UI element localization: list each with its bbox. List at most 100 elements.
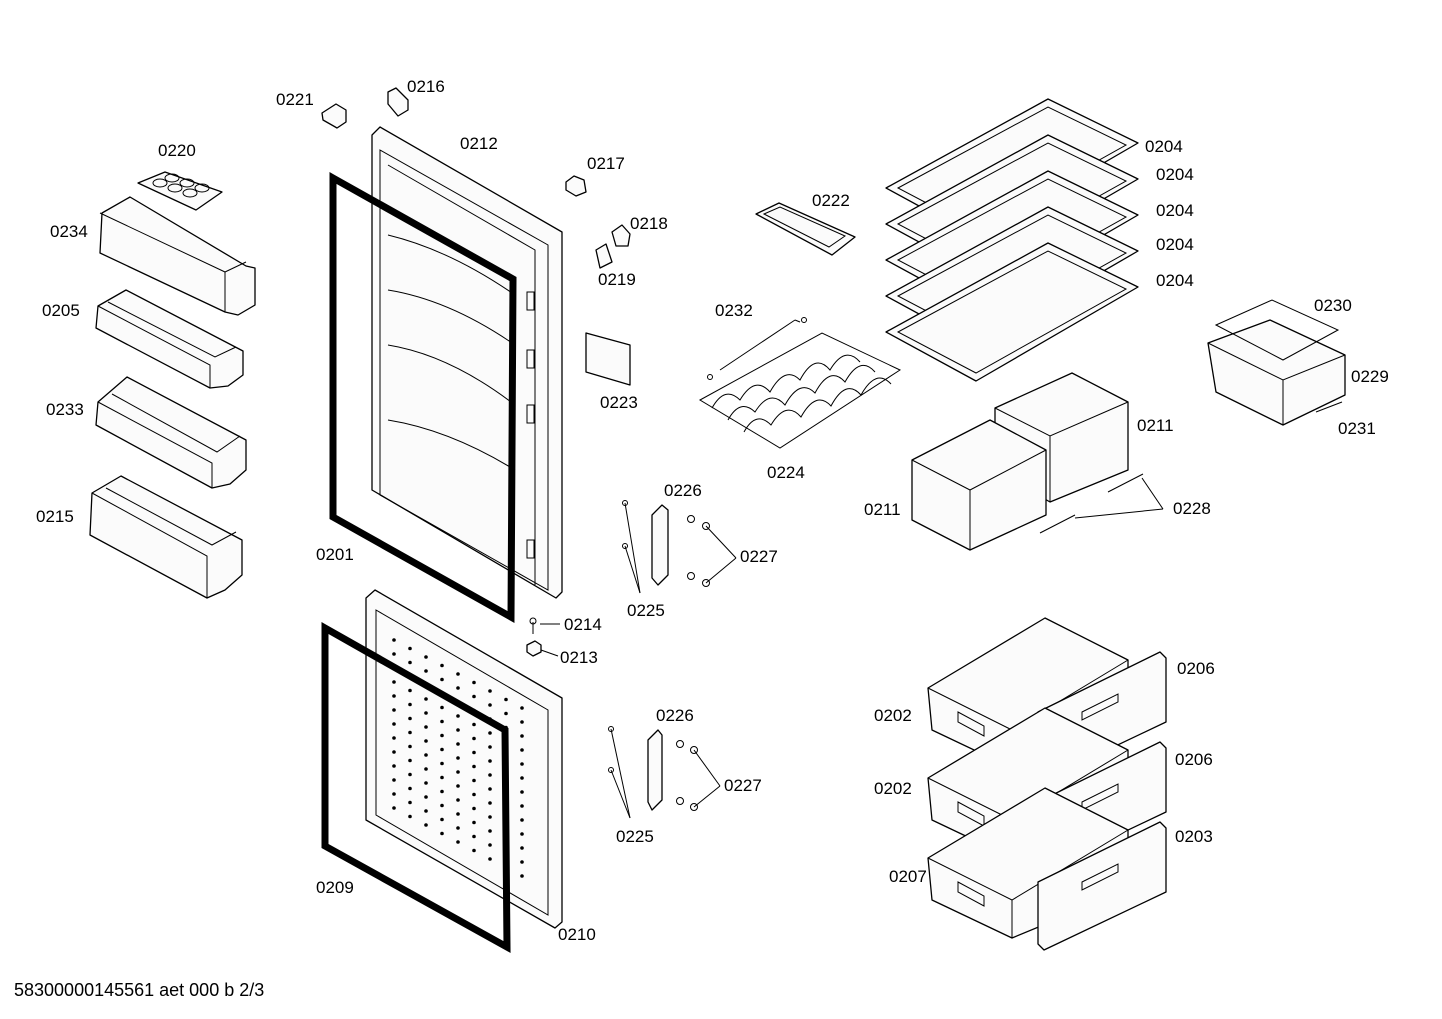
door-dot [456, 756, 460, 760]
lower-door-0210 [365, 589, 563, 929]
door-dot [408, 688, 412, 693]
door-dot [456, 672, 460, 676]
label-0233: 0233 [46, 400, 84, 419]
lower-door-dot-pattern [392, 638, 524, 878]
door-dot [440, 803, 444, 808]
label-0231: 0231 [1338, 419, 1376, 438]
door-dot [456, 714, 460, 718]
door-dot [488, 759, 492, 763]
door-dot [440, 705, 444, 710]
label-0206-b: 0206 [1175, 750, 1213, 769]
ice-bin-0230-0229 [1207, 299, 1346, 426]
door-dot [440, 747, 444, 752]
door-dot [488, 787, 492, 791]
door-dot [472, 806, 476, 811]
label-0228: 0228 [1173, 499, 1211, 518]
label-0225-lower: 0225 [616, 827, 654, 846]
door-dot [488, 801, 492, 805]
door-dot [408, 730, 412, 735]
door-dot [440, 761, 444, 766]
door-dot [440, 719, 444, 724]
upper-door-0212 [371, 126, 563, 599]
label-0205: 0205 [42, 301, 80, 320]
lower-door-gasket-0209 [321, 621, 511, 953]
door-dot [456, 728, 460, 732]
label-0217: 0217 [587, 154, 625, 173]
door-dot [504, 697, 508, 702]
door-dot [408, 772, 412, 777]
door-dot [424, 795, 428, 799]
label-0229: 0229 [1351, 367, 1389, 386]
hinge-part-0219 [595, 243, 613, 269]
door-dot [424, 739, 428, 743]
door-dot [472, 764, 476, 769]
label-0212: 0212 [460, 134, 498, 153]
door-shelf-0233 [95, 376, 247, 489]
door-dot [456, 798, 460, 802]
door-dot [456, 826, 460, 830]
door-dot [424, 711, 428, 715]
door-dot [472, 848, 476, 853]
door-dot [504, 711, 508, 716]
door-shelf-0215 [89, 475, 243, 599]
door-dot [408, 786, 412, 791]
label-0202-a: 0202 [874, 706, 912, 725]
glass-shelves-0204 [885, 98, 1139, 382]
door-dot [488, 689, 492, 693]
door-dot [472, 792, 476, 797]
drawer [927, 787, 1167, 951]
door-dot [408, 758, 412, 763]
door-dot [392, 778, 396, 782]
door-dot [472, 722, 476, 727]
door-dot [472, 778, 476, 783]
door-dot [424, 781, 428, 785]
part-0214-0213 [526, 617, 542, 657]
door-dot [456, 784, 460, 788]
label-0207: 0207 [889, 867, 927, 886]
egg-tray-0220 [137, 171, 223, 211]
door-dot [488, 857, 492, 861]
drawers-0202-0207 [927, 617, 1167, 951]
door-dot [520, 748, 524, 752]
door-dot [472, 834, 476, 839]
label-card-0223 [585, 332, 631, 386]
label-0203: 0203 [1175, 827, 1213, 846]
door-dot [392, 652, 396, 656]
door-dot [472, 750, 476, 755]
door-dot [472, 820, 476, 825]
label-0230: 0230 [1314, 296, 1352, 315]
hinge-part-0216 [387, 87, 409, 117]
label-0211-right: 0211 [1137, 416, 1174, 435]
door-dot [408, 800, 412, 805]
hinge-cover-0221 [321, 103, 347, 129]
upper-door-gasket-0201 [329, 172, 517, 623]
label-0220: 0220 [158, 141, 196, 160]
door-dot [408, 660, 412, 665]
door-dot [424, 697, 428, 701]
door-dot [520, 734, 524, 738]
door-dot [440, 789, 444, 794]
door-dot [392, 806, 396, 810]
hinge-part-0217 [565, 175, 587, 197]
door-dot [440, 817, 444, 822]
door-dot [392, 708, 396, 712]
door-dot [520, 720, 524, 724]
leader-lines [540, 319, 1164, 819]
label-0204-b: 0204 [1156, 165, 1194, 184]
door-dot [520, 860, 524, 864]
door-dot [520, 762, 524, 766]
label-0218: 0218 [630, 214, 668, 233]
door-dot [440, 733, 444, 738]
label-0211-left: 0211 [864, 500, 901, 519]
door-dot [392, 764, 396, 768]
ice-tray-0222 [755, 202, 856, 256]
glass-shelf [885, 242, 1139, 382]
label-0226-upper: 0226 [664, 481, 702, 500]
label-0204-e: 0204 [1156, 271, 1194, 290]
label-0202-b: 0202 [874, 779, 912, 798]
door-dot [440, 663, 444, 668]
door-dot [408, 814, 412, 819]
label-0204-c: 0204 [1156, 201, 1194, 220]
document-footer: 58300000145561 aet 000 b 2/3 [14, 980, 265, 1000]
door-dot [488, 745, 492, 749]
